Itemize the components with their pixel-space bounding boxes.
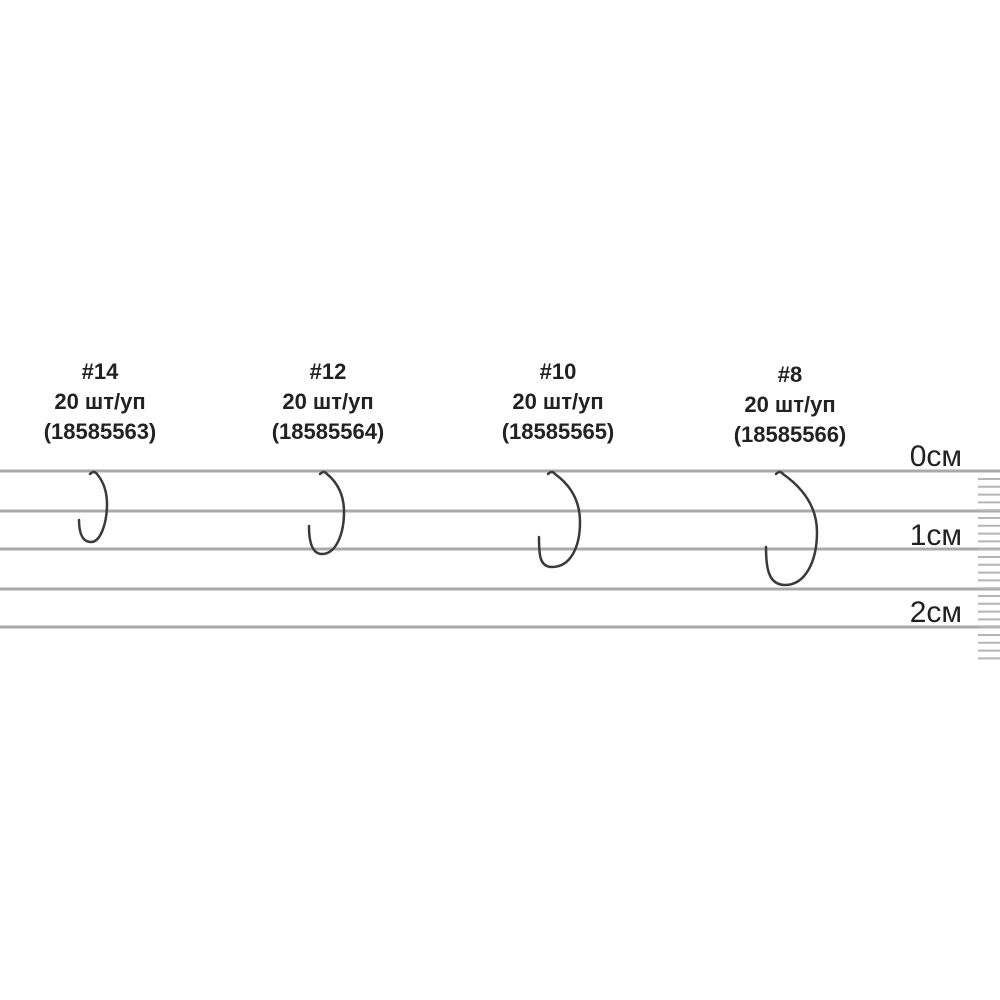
hook-12-pack: 20 шт/уп — [282, 389, 374, 414]
hook-12-label: #12 20 шт/уп (18585564) — [218, 357, 438, 447]
hook-10-size: #10 — [539, 359, 577, 384]
hook-10-pack: 20 шт/уп — [512, 389, 604, 414]
hook-12-shape — [307, 470, 346, 556]
hook-14-size: #14 — [81, 359, 119, 384]
hook-8-shape — [764, 470, 819, 587]
scale-label-0cm: 0см — [909, 440, 962, 473]
hook-8-size: #8 — [777, 362, 803, 387]
scale-label-2cm: 2см — [909, 596, 962, 629]
hook-12-article: (18585564) — [271, 419, 385, 444]
ruler-ticks — [978, 478, 1000, 660]
hook-8-pack: 20 шт/уп — [744, 392, 836, 417]
scale-label-1cm: 1см — [909, 519, 962, 552]
hook-8-label: #8 20 шт/уп (18585566) — [680, 360, 900, 450]
hook-10 — [537, 470, 582, 569]
hook-10-label: #10 20 шт/уп (18585565) — [448, 357, 668, 447]
hook-14 — [77, 470, 109, 544]
hook-14-shape — [77, 470, 109, 544]
guide-lines — [0, 469, 1000, 629]
hook-14-pack: 20 шт/уп — [54, 389, 146, 414]
hook-10-shape — [537, 470, 582, 569]
hook-14-article: (18585563) — [43, 419, 157, 444]
hook-8 — [764, 470, 819, 587]
hook-12-size: #12 — [309, 359, 347, 384]
hook-8-article: (18585566) — [733, 422, 847, 447]
hook-12 — [307, 470, 346, 556]
hook-14-label: #14 20 шт/уп (18585563) — [0, 357, 210, 447]
hook-10-article: (18585565) — [501, 419, 615, 444]
